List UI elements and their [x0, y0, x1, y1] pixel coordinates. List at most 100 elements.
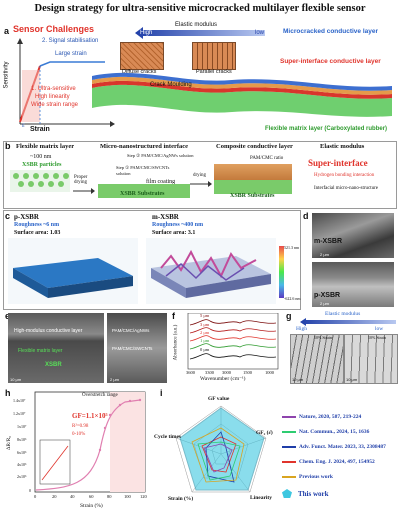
- afm-colorbar: [279, 246, 284, 298]
- strain-axis-label: Strain: [30, 126, 50, 133]
- h-xlabel: Strain (%): [80, 503, 103, 509]
- xsbr-substrates-2-label: XSBR Substrates: [230, 193, 275, 199]
- m-xsbr-sem-label: m-XSBR: [314, 238, 343, 245]
- super-interface-heading: Super-interface: [308, 158, 368, 168]
- particle-size-label: ~100 nm: [30, 154, 52, 160]
- ftir-tick-3: 1500: [243, 370, 252, 375]
- h-xtick-2: 40: [70, 494, 75, 499]
- panel-b-letter: b: [5, 141, 11, 151]
- film-coating-label: film coating: [146, 179, 176, 185]
- strain-response-chart: [34, 391, 146, 493]
- range-label: 0-10%: [72, 432, 86, 437]
- radar-chart: [175, 405, 267, 493]
- h-ytick-7: 1.4x10⁷: [13, 398, 26, 403]
- proper-drying-label: Proper drying: [74, 175, 88, 185]
- legend-line: [282, 416, 296, 418]
- elastic-modulus-g-arrow: [300, 318, 396, 326]
- pam-cmc-ratio-label: PAM/CMC ratio: [250, 156, 284, 161]
- h-ytick-6: 1.2x10⁷: [13, 411, 26, 416]
- h-xtick-6: 120: [140, 494, 147, 499]
- m-xsbr-title: m-XSBR: [152, 213, 179, 221]
- large-strain-label: Large strain: [55, 51, 87, 57]
- wide-strain-label: Wide strain range: [31, 102, 79, 108]
- radar-axis-gf2: GF₂ (ε̇): [256, 430, 273, 436]
- hydrogen-bond-label: Hydrogen bonding interaction: [314, 173, 375, 178]
- h-ylabel: ΔR/R₀: [6, 435, 13, 451]
- strain-g-1: 10% Strain: [314, 335, 332, 340]
- strain-g-2: 10% Strain: [368, 335, 386, 340]
- ftir-spectra: [187, 313, 279, 370]
- ftir-tick-2: 3000: [222, 370, 231, 375]
- composite-layer-image: [214, 164, 292, 180]
- drying-label: drying: [193, 173, 207, 178]
- step2-label: Step ② PAM/CMC/AgNWs solution: [127, 153, 194, 158]
- p-xsbr-sem: [312, 262, 394, 307]
- ftir-label-3: 3 μm: [200, 322, 210, 327]
- pentagon-icon: [282, 489, 292, 498]
- h-xtick-3: 60: [89, 494, 94, 499]
- xsbr-substrates-label: XSBR Substrates: [120, 191, 165, 197]
- panel-f-letter: f: [172, 311, 175, 321]
- diffuse-cracks-image: [120, 42, 164, 70]
- gf-label: GF=1.1×10⁵: [72, 412, 108, 420]
- legend-item-thiswork: This work: [282, 489, 398, 498]
- step1-label: Step ① PAM/CMC/SWCNTs solution: [116, 165, 170, 176]
- flexible-matrix-layer-label: Flexible matrix layer (Carboxylated rubb…: [265, 126, 388, 132]
- high-label: High: [140, 30, 153, 36]
- panel-c-letter: c: [5, 211, 11, 221]
- arrow-2: [190, 181, 212, 187]
- panel-b-frame: [3, 141, 397, 209]
- legend-line: [282, 446, 296, 448]
- micro-nano-substrate: [98, 184, 190, 198]
- h-ytick-3: 6x10⁶: [17, 450, 27, 455]
- composite-substrate: [214, 180, 292, 194]
- low-modulus-sem: [344, 334, 398, 384]
- low-g-label: low: [375, 326, 384, 332]
- elastic-modulus-g-label: Elastic modulus: [325, 311, 361, 317]
- radar-axis-strain: Strain (%): [168, 496, 194, 502]
- p-xsbr-roughness: Roughness ~6 nm: [14, 222, 60, 228]
- pam-swcnts-label: PAM/CMC/SWCNTs: [112, 346, 153, 351]
- radar-axis-cycle: Cycle times: [154, 434, 182, 440]
- ftir-tick-4: 1000: [265, 370, 274, 375]
- p-xsbr-sem-label: p-XSBR: [314, 292, 341, 299]
- signal-stabilisation-label: 2. Signal stabilisation: [42, 38, 99, 44]
- multilayer-slab: [92, 72, 392, 117]
- panel-c-frame: [3, 210, 301, 310]
- h-ytick-4: 8x10⁶: [17, 437, 27, 442]
- flexible-matrix-heading: Flexible matrix layer: [16, 143, 75, 150]
- legend-line: [282, 461, 296, 463]
- legend-item-chemeng: Chem. Eng. J. 2024, 497, 154952: [282, 459, 398, 465]
- h-xtick-0: 0: [34, 494, 37, 499]
- legend-label: Nat. Commun., 2024, 15, 1636: [299, 429, 370, 435]
- legend-label: This work: [298, 489, 329, 498]
- parallel-cracks-image: [192, 42, 236, 70]
- interfacial-label: Interfacial micro-nano-structure: [314, 186, 378, 191]
- high-g-label: High: [296, 326, 307, 332]
- sensitivity-axis-label: Sensitivity: [3, 61, 10, 89]
- ftir-label-5: 5 μm: [200, 313, 210, 318]
- p-xsbr-area: Surface area: 1.03: [14, 230, 61, 236]
- legend-item-advfunct: Adv. Funct. Mater. 2023, 33, 2308487: [282, 444, 398, 450]
- ftir-tick-1: 3300: [205, 370, 214, 375]
- epsilon-label: ε: [22, 121, 25, 129]
- ftir-label-2: 2 μm: [200, 330, 210, 335]
- sensitivity-graph: [17, 38, 115, 127]
- panel-a-letter: a: [4, 26, 10, 36]
- m-xsbr-afm: [146, 238, 276, 304]
- high-modulus-layer-label: High-modulus conductive layer: [14, 328, 83, 334]
- m-xsbr-roughness: Roughness ~400 nm: [152, 222, 204, 228]
- ftir-label-0: 0 μm: [200, 347, 210, 352]
- h-ytick-5: 1x10⁷: [17, 424, 27, 429]
- elastic-modulus-arrow: [135, 27, 265, 39]
- arrow-1: [73, 188, 95, 194]
- panel-d-letter: d: [303, 211, 309, 221]
- xsbr-particles-image: [10, 170, 70, 192]
- sem-d-scale-2: 2 μm: [320, 301, 329, 306]
- ftir-xlabel: Wavenumber (cm⁻¹): [200, 376, 246, 382]
- panel-e-letter: e: [5, 311, 10, 321]
- figure-title: Design strategy for ultra-sensitive micr…: [34, 3, 366, 14]
- legend-item-natcommun: Nat. Commun., 2024, 15, 1636: [282, 429, 398, 435]
- ftir-label-1: 1 μm: [200, 338, 210, 343]
- legend-label: Previous work: [299, 474, 333, 480]
